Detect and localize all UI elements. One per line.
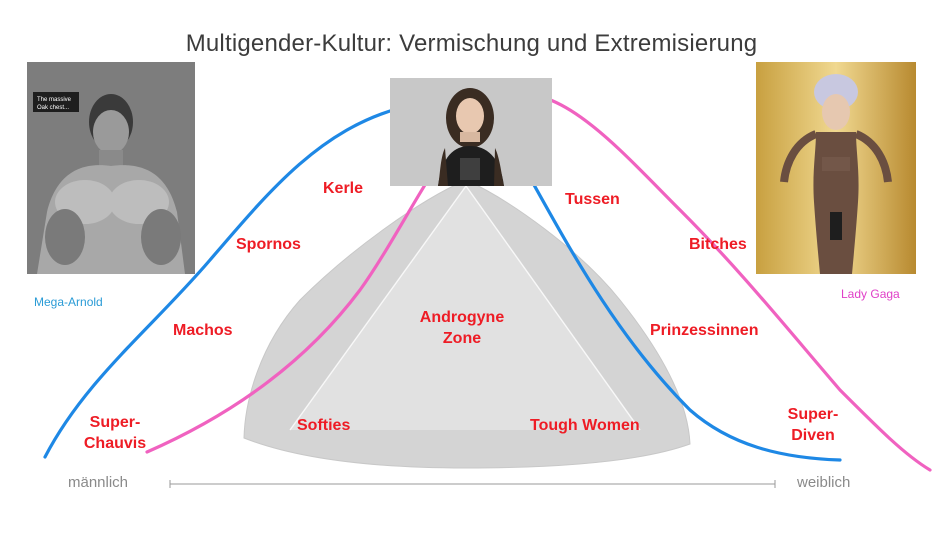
center-portrait-photo [390, 78, 552, 186]
pink-curve [145, 92, 932, 472]
mega-arnold-caption: Mega-Arnold [34, 295, 103, 309]
mega-arnold-photo: The massive Oak chest... [27, 62, 195, 274]
axis-label-weiblich: weiblich [797, 474, 851, 491]
androgyne-zone-highlight [290, 186, 640, 430]
lady-gaga-caption: Lady Gaga [841, 287, 900, 301]
page-title: Multigender-Kultur: Vermischung und Extr… [185, 30, 758, 57]
label-tough-women: Tough Women [530, 417, 640, 434]
label-spornos: Spornos [236, 236, 301, 253]
label-super-chauvis: Super- Chauvis [83, 414, 147, 452]
label-kerle: Kerle [323, 180, 364, 197]
label-machos: Machos [173, 322, 233, 339]
label-bitches: Bitches [689, 236, 747, 253]
label-prinzessinnen: Prinzessinnen [650, 322, 759, 339]
lady-gaga-photo [756, 62, 916, 274]
label-androgyne-zone: Androgyne Zone [419, 309, 505, 347]
label-tussen: Tussen [565, 191, 620, 208]
label-softies: Softies [297, 417, 351, 434]
svg-text:Oak chest...: Oak chest... [37, 105, 69, 111]
axis-label-maennlich: männlich [68, 474, 129, 491]
photo-caption-text: The massive [37, 97, 72, 103]
label-super-diven: Super- Diven [787, 406, 839, 444]
